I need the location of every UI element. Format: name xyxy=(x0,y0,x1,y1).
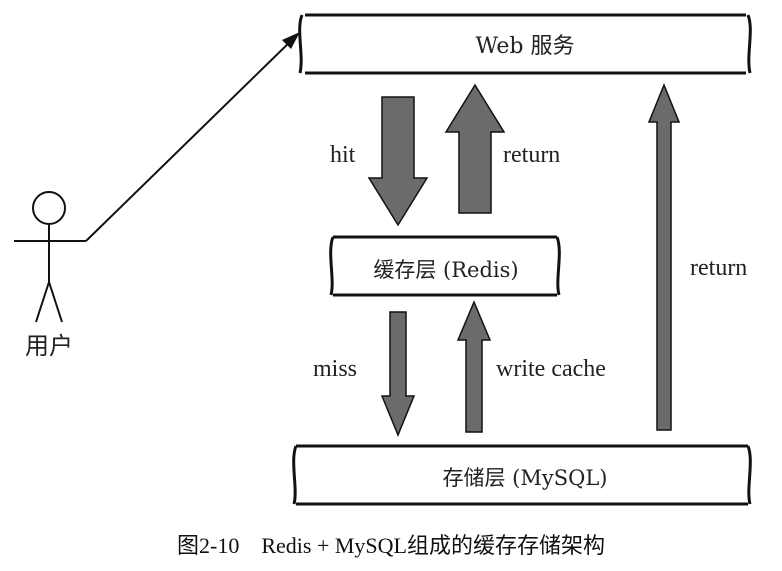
user-left-leg xyxy=(35,281,50,323)
hit-label: hit xyxy=(330,142,356,168)
user-head xyxy=(32,191,66,225)
cache-return-label: return xyxy=(503,142,560,168)
storage-layer-box xyxy=(292,444,752,506)
cache-return-arrow xyxy=(444,83,506,214)
storage-return-label: return xyxy=(690,255,747,281)
cache-layer-box xyxy=(329,235,561,297)
web-service-box xyxy=(298,13,752,75)
miss-label: miss xyxy=(313,356,357,382)
storage-return-arrow xyxy=(647,83,681,431)
write-cache-arrow xyxy=(456,300,492,433)
hit-arrow xyxy=(367,96,429,227)
miss-arrow xyxy=(380,311,416,437)
user-actor xyxy=(14,191,86,323)
write-cache-label: write cache xyxy=(496,356,606,382)
user-right-leg xyxy=(48,281,63,323)
figure-caption: 图2-10 Redis + MySQL组成的缓存存储架构 xyxy=(177,533,605,558)
request-arrowhead xyxy=(282,32,300,49)
architecture-diagram: 用户 Web 服务 缓存层 (Redis) 存储层 (MySQL) hit re… xyxy=(14,13,752,506)
cache-layer-label: 缓存层 (Redis) xyxy=(373,258,518,282)
web-service-label: Web 服务 xyxy=(476,34,575,59)
storage-layer-label: 存储层 (MySQL) xyxy=(443,466,608,490)
request-line xyxy=(85,35,297,242)
user-label: 用户 xyxy=(25,332,73,360)
